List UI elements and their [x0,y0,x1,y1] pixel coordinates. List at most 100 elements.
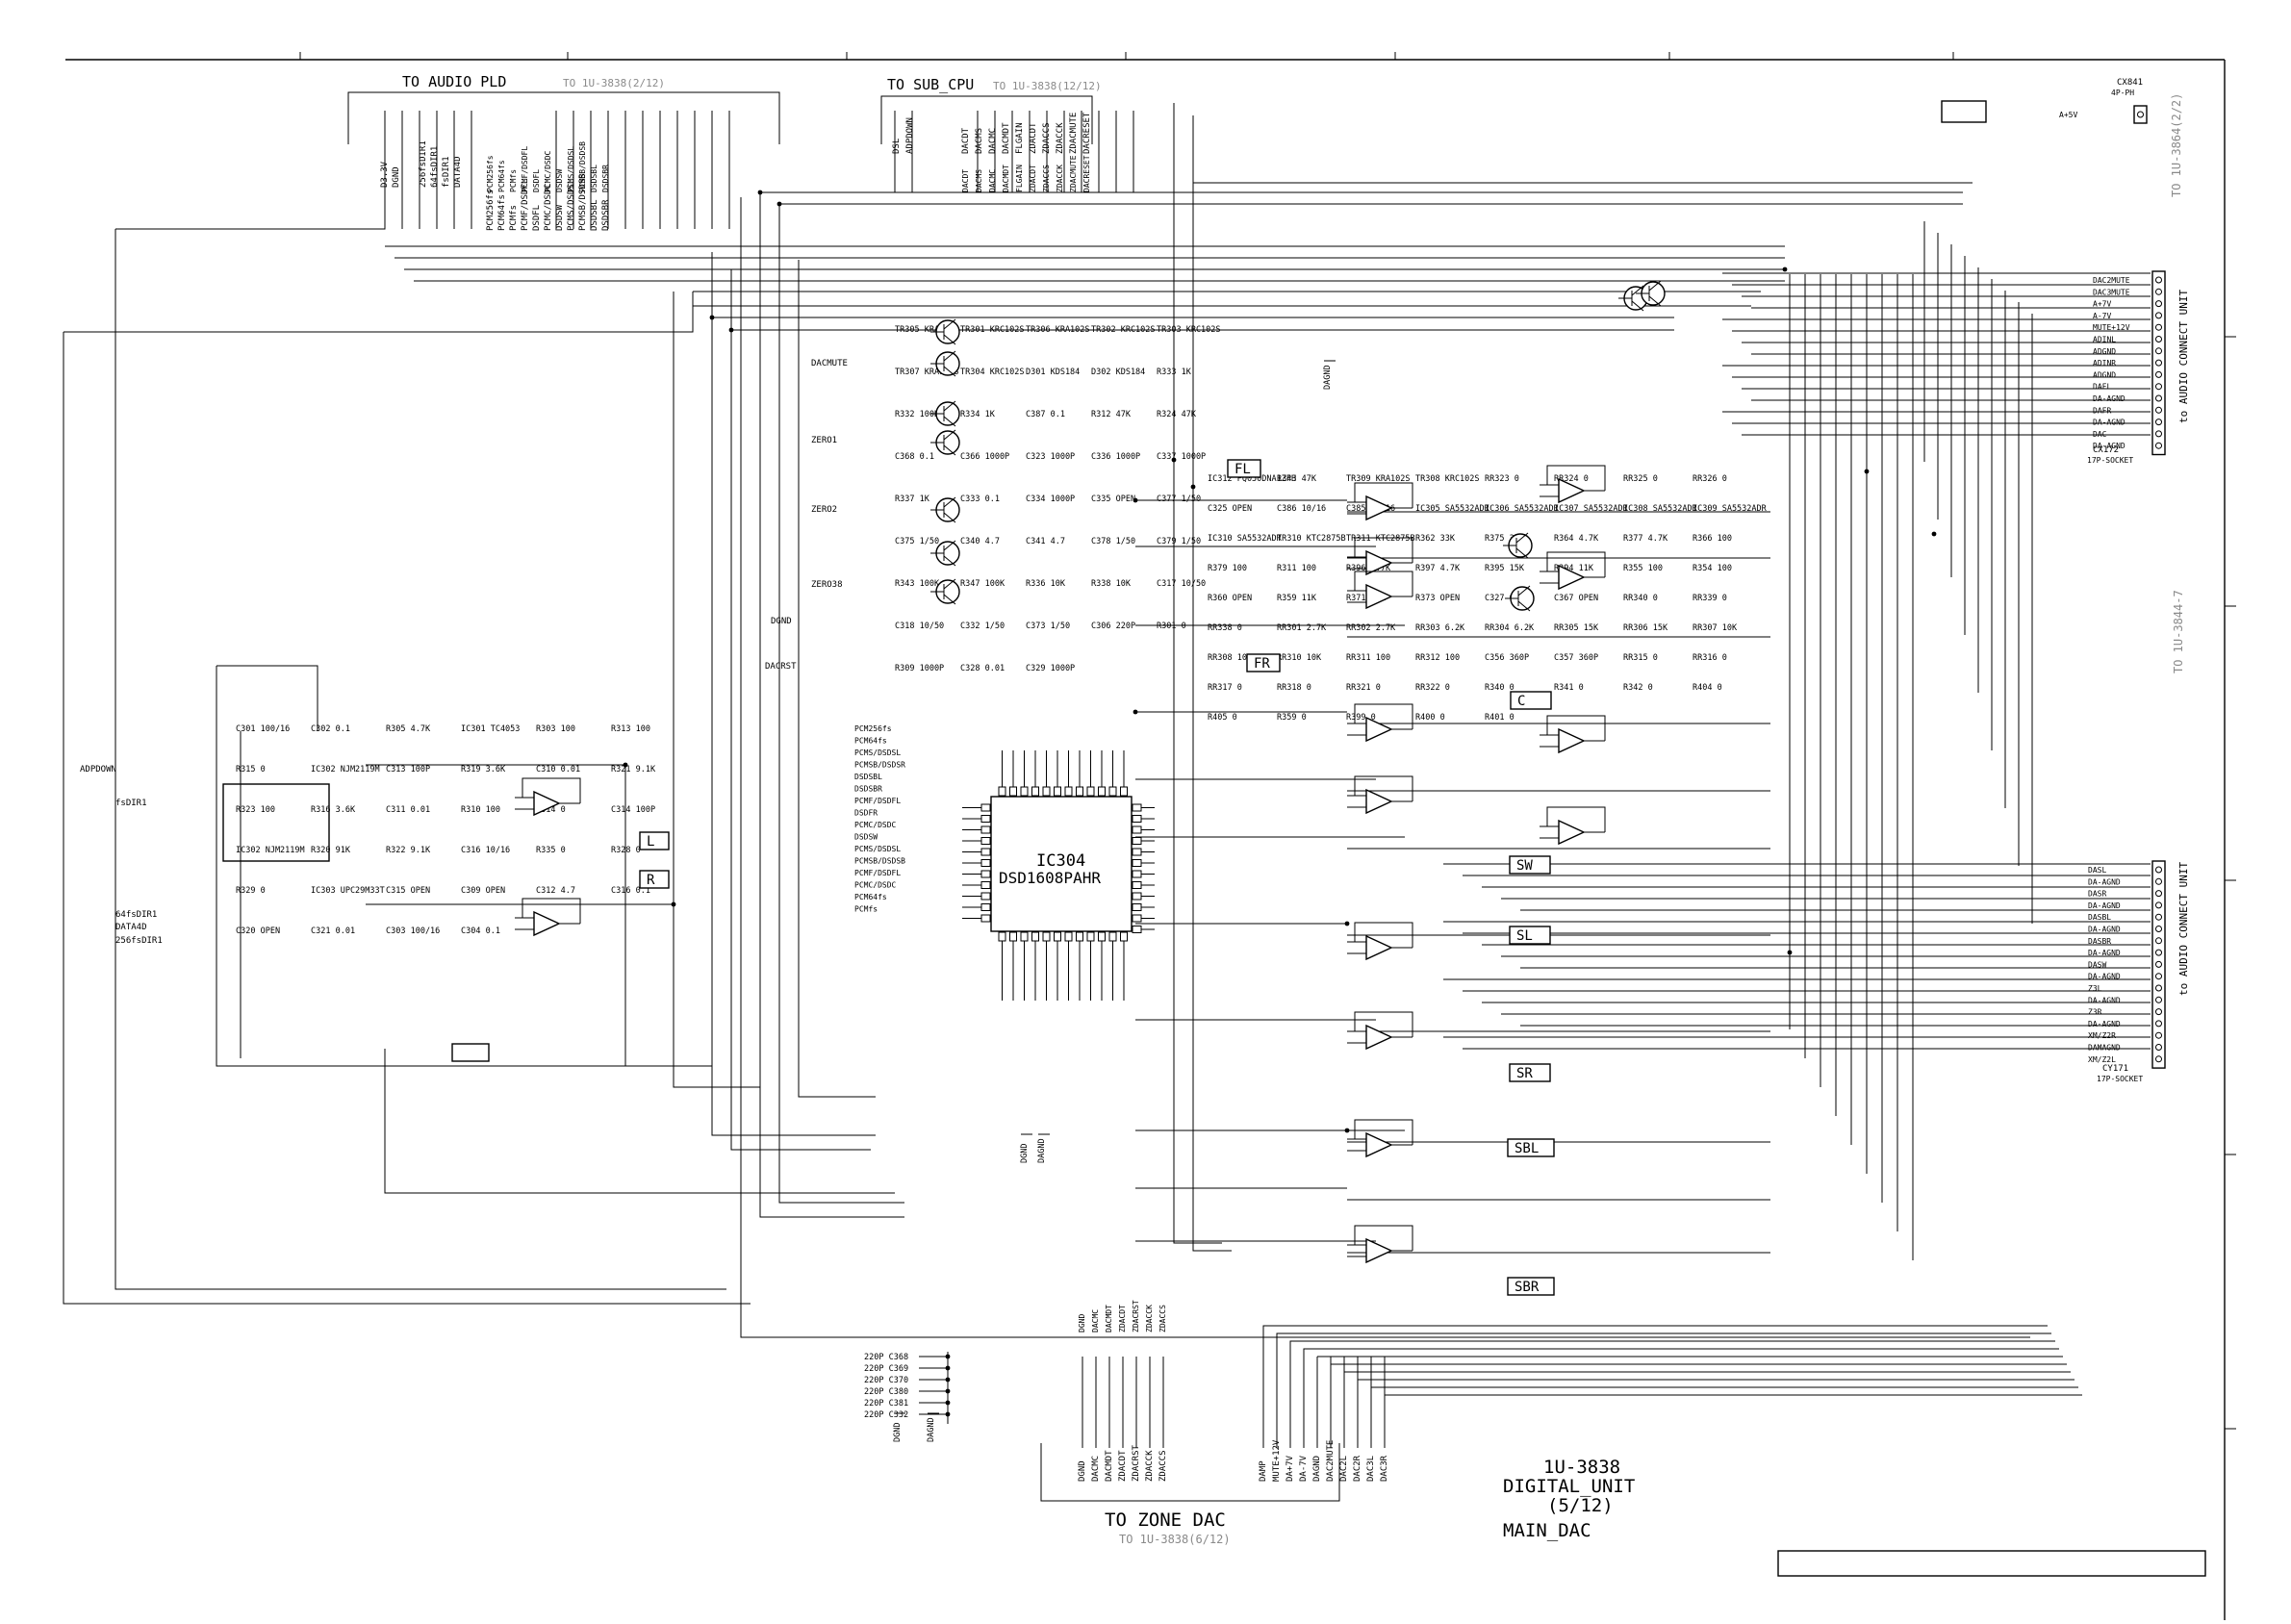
bottom-cap-label: 220P C369 [864,1364,908,1374]
pld-signal2-label: DSDSBR [601,199,611,231]
channel-tag-box [1510,691,1552,710]
socket-pin-label: DASW [2088,960,2106,969]
zone-signal-label: DA+7V [1286,1455,1295,1482]
part-label: R377 4.7K [1623,534,1668,544]
part-label: R354 100 [1693,564,1732,573]
part-label: R364 4.7K [1554,534,1599,544]
socket-pin-label: ADINR [2093,359,2116,368]
socket-pin-label: DA-AGND [2088,949,2121,957]
ground-label: DGND [1020,1144,1030,1163]
part-label: RR321 0 [1346,683,1381,693]
cpu-signal-sub-label: DACMDT [1002,165,1010,192]
part-label: R405 0 [1208,713,1237,723]
channel-tag-label: SBL [1515,1141,1539,1156]
part-label: C379 1/50 [1157,537,1201,546]
pld-signal2-sub-label: DSDFL [532,169,541,192]
chip-input-label: PCMS/DSDSL [854,749,901,757]
op-amp-triangle [1365,583,1393,610]
part-label: C328 0.01 [960,664,1005,673]
zone-signal-sub-label: DACMDT [1105,1305,1113,1332]
right-mid-ref: TO 1U-3844-7 [2172,590,2185,673]
zone-signal-label: DAC2R [1353,1455,1362,1482]
left-signal-label: 64fsDIR1 [115,910,157,920]
part-label: R373 OPEN [1415,594,1460,603]
part-label: C377 1/50 [1157,495,1201,504]
part-label: C311 0.01 [386,805,430,815]
socket-desc: 17P-SOCKET [2097,1075,2143,1083]
zone-signal-label: DAMP [1259,1460,1268,1482]
part-label: C341 4.7 [1026,537,1065,546]
part-label: R309 1000P [895,664,944,673]
pld-signal2-sub-label: PCM256fs [486,155,495,192]
socket-body [2151,860,2166,1069]
part-label: D302 KDS184 [1091,368,1145,377]
pld-signal2-label: DSDSW [555,204,565,231]
channel-tag-box [639,870,670,889]
chip-input-label: DSDSW [854,833,878,842]
socket-ref: CX841 [2117,78,2143,88]
socket-pin-label: MUTE+12V [2093,323,2130,332]
pld-signal2-sub-label: PCMF/DSDFL [521,146,529,192]
part-label: R395 15K [1485,564,1525,573]
part-label: R394 11K [1554,564,1594,573]
part-label: R315 0 [236,765,266,774]
header-zone-dac: TO ZONE DAC TO 1U-3838(6/12) [1040,1443,1340,1546]
socket-pin-label: A+5V [2059,111,2077,119]
zone-signal-label: DAC3L [1366,1456,1376,1482]
socket-pin-label: DASR [2088,890,2106,899]
part-label: R397 4.7K [1415,564,1461,573]
part-label: R342 0 [1623,683,1653,693]
part-label: TR303 KRC102S [1157,325,1221,335]
socket-pin-label: Z3L [2088,984,2102,993]
op-amp-triangle [1365,716,1393,743]
part-label: R320 91K [311,846,351,855]
cpu-signal-label: DACMC [988,128,998,154]
socket-pin-label: DA-AGND [2088,901,2121,910]
pld-signal2-sub-label: DSDSBL [590,165,598,192]
part-label: IC309 SA5532ADR [1693,504,1768,514]
left-signal-label: DACMUTE [811,359,848,368]
part-label: C320 OPEN [236,926,280,936]
part-label: R305 4.7K [386,724,431,734]
part-label: RR318 0 [1277,683,1311,693]
header-sub-cpu-ref: TO 1U-3838(12/12) [993,80,1102,92]
channel-tag-box [1227,459,1261,478]
part-label: RR312 100 [1415,653,1460,663]
left-signal-label: ADPDOWN [80,765,116,774]
socket-pin-label: DA-AGND [2088,877,2121,886]
left-signal-label: ZERO38 [811,580,843,590]
op-amp-triangle [1365,934,1393,961]
pld-signal2-label: PCMfs [509,205,519,231]
part-label: IC301 TC4053 [461,724,520,734]
part-label: RR338 0 [1208,623,1242,633]
zone-signal-label: DAGND [1312,1456,1322,1482]
pld-signal2-sub-label: PCMC/DSDC [544,150,552,192]
part-label: TR305 KRA102S [895,325,959,335]
part-label: C301 100/16 [236,724,290,734]
cpu-signal-label: DACMS [975,128,984,154]
pld-signal2-sub-label: PCMS/DSDSL [567,146,575,192]
part-label: R359 0 [1277,713,1307,723]
part-label: TR306 KRA102S [1026,325,1090,335]
pld-signal2-sub-label: DSDSW [555,169,564,192]
cpu-signal-label: ZDACMUTE [1069,113,1079,154]
part-label: RR310 10K [1277,653,1322,663]
part-label: RR325 0 [1623,474,1658,484]
socket-pin-label: DA-AGND [2088,996,2121,1004]
channel-tag-label: SL [1516,928,1533,944]
cpu-signal-label: DACDT [961,127,971,154]
part-label: R379 100 [1208,564,1247,573]
header-sub-cpu: TO SUB_CPU TO 1U-3838(12/12) [880,76,1102,144]
part-label: RR315 0 [1623,653,1658,663]
zone-signal-sub-label: ZDACCK [1145,1305,1154,1332]
cpu-signal-label: ZDACDT [1029,122,1038,154]
part-label: R329 0 [236,886,266,896]
chip-input-label: DSDSBR [854,785,882,794]
pld-signal2-label: PCM256fs [486,190,496,231]
part-label: R400 0 [1415,713,1445,723]
part-label: C387 0.1 [1026,410,1065,419]
header-zone-dac-label: TO ZONE DAC [1105,1510,1226,1531]
cpu-signal-sub-label: DACRESET [1082,155,1091,192]
